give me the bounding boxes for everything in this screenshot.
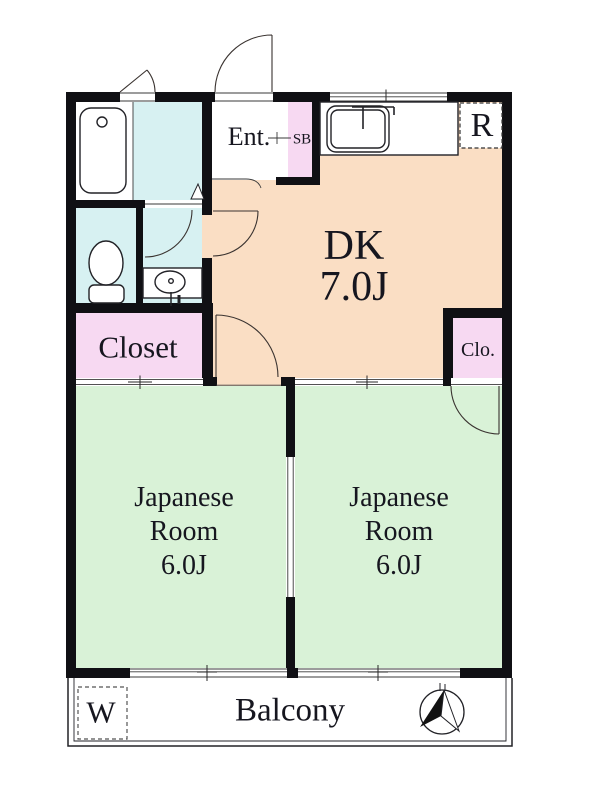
entrance-door-swing xyxy=(214,34,273,93)
fixtures xyxy=(79,101,503,306)
toilet xyxy=(88,240,125,304)
japanese-room-right-size: 6.0J xyxy=(376,550,422,581)
kitchen-sink xyxy=(319,101,459,156)
closet-label: Closet xyxy=(98,329,178,365)
small-closet-opening xyxy=(451,378,502,386)
closet-floor xyxy=(76,313,203,386)
balcony-label: Balcony xyxy=(235,692,345,729)
washing-machine-space-box xyxy=(77,686,128,740)
dk-size-label: 7.0J xyxy=(319,264,389,310)
japanese-room-left-name2: Room xyxy=(149,516,219,547)
dk-sliding-door xyxy=(295,375,443,389)
shoe-box-leader-line xyxy=(268,132,291,144)
bathroom-door-swing xyxy=(144,209,193,258)
shoe-box-label: SB xyxy=(292,131,312,148)
bathroom-floor xyxy=(133,102,202,200)
bath-service-door-swing xyxy=(119,69,156,93)
small-closet-door-swing xyxy=(450,385,500,435)
japanese-rooms-sliding-partition xyxy=(286,457,295,597)
japanese-room-right-name1: Japanese xyxy=(349,482,449,513)
openings-and-windows xyxy=(76,89,502,681)
walls xyxy=(66,92,512,678)
japanese-room-right-name2: Room xyxy=(364,516,434,547)
japanese-room-left-size: 6.0J xyxy=(161,550,207,581)
bathtub xyxy=(79,107,127,194)
japanese-room-left-floor xyxy=(76,386,286,668)
japanese-room-right-floor xyxy=(295,386,502,668)
entrance-floor xyxy=(212,102,288,180)
balcony-outline xyxy=(67,678,513,747)
refrigerator-label: R xyxy=(470,107,494,144)
balcony-window-left xyxy=(130,665,287,681)
door-swings xyxy=(119,34,500,435)
entrance-door-opening xyxy=(215,92,273,102)
small-closet-label: Clo. xyxy=(461,339,495,361)
refrigerator-space-box xyxy=(459,102,503,149)
washbasin-door-swing xyxy=(212,210,259,257)
entrance-label: Ent. xyxy=(227,122,271,151)
kitchen-window xyxy=(330,89,447,105)
japanese-room-left-name1: Japanese xyxy=(134,482,234,513)
washing-machine-label: W xyxy=(86,694,116,730)
dk-label: DK xyxy=(323,223,385,269)
shoe-box-floor xyxy=(288,102,312,184)
entrance-step-line xyxy=(212,178,262,189)
bathroom-folding-door-mark xyxy=(190,182,205,200)
bath-service-door-opening xyxy=(120,92,155,102)
washbasin xyxy=(142,267,203,306)
dk-door-swing xyxy=(215,314,279,378)
small-closet-floor xyxy=(453,315,502,378)
closet-sliding-door xyxy=(76,375,203,389)
north-compass-icon xyxy=(419,683,465,735)
balcony-window-right xyxy=(298,665,460,681)
